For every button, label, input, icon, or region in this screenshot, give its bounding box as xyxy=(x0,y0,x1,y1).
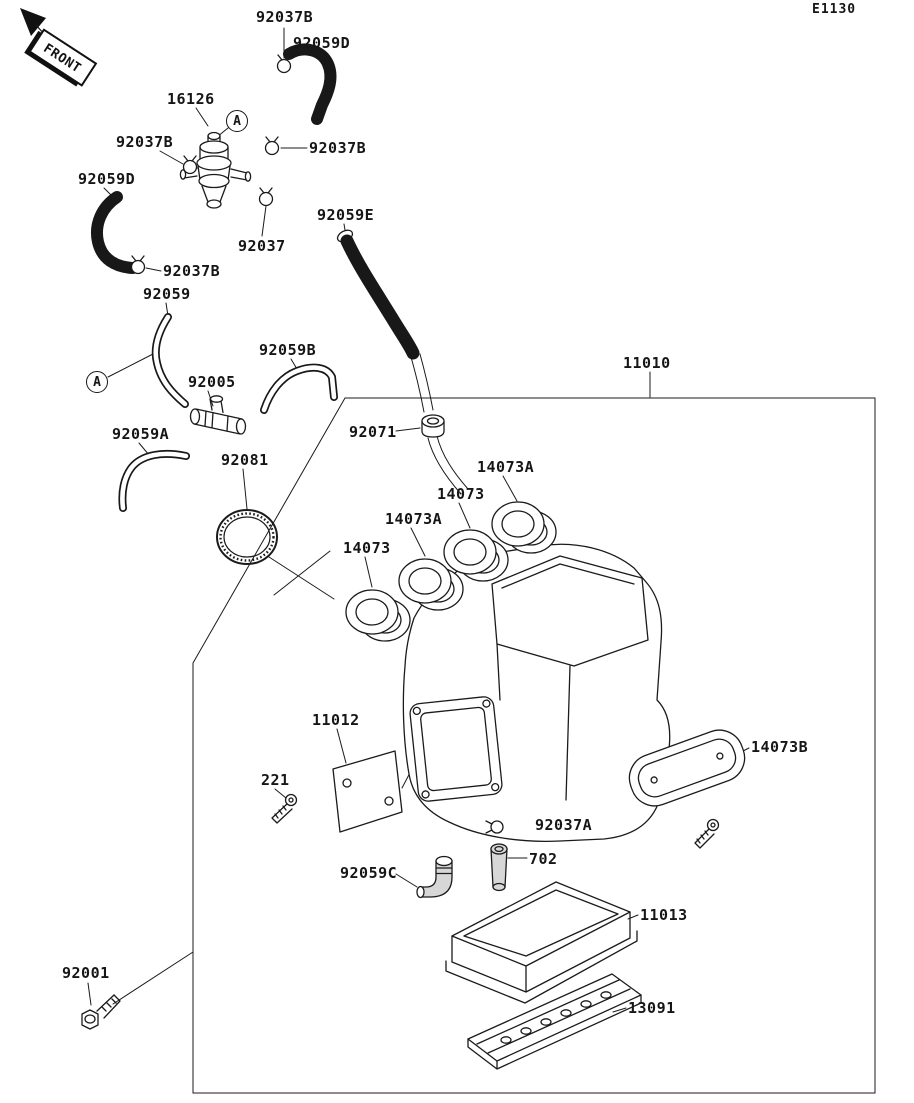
clamp-1 xyxy=(276,54,292,74)
label-11012: 11012 xyxy=(312,711,360,729)
grommet-92071 xyxy=(421,414,445,438)
assembly-boundary-box xyxy=(192,397,876,1094)
screw-14073b xyxy=(694,818,720,849)
label-702: 702 xyxy=(529,850,558,868)
label-92037A: 92037A xyxy=(535,816,593,834)
clamp-3 xyxy=(182,155,198,175)
label-14073A-1: 14073A xyxy=(477,458,535,476)
breather-tube-702 xyxy=(490,843,508,892)
label-92037B-1: 92037B xyxy=(256,8,314,26)
clamp-5 xyxy=(130,255,146,275)
label-14073-1: 14073 xyxy=(437,485,485,503)
label-13091: 13091 xyxy=(628,999,676,1017)
label-92081: 92081 xyxy=(221,451,269,469)
label-92037B-3: 92037B xyxy=(309,139,367,157)
hose-92059d-top xyxy=(283,43,337,125)
label-16126: 16126 xyxy=(167,90,215,108)
label-14073-2: 14073 xyxy=(343,539,391,557)
label-92001: 92001 xyxy=(62,964,110,982)
hose-92059e xyxy=(340,234,420,360)
diagram-code: E1130 xyxy=(812,2,857,17)
hose-92059a xyxy=(118,449,190,512)
clamp-4 xyxy=(258,187,274,207)
label-92071: 92071 xyxy=(349,423,397,441)
breather-line-upper xyxy=(410,353,434,413)
label-221: 221 xyxy=(261,771,290,789)
callout-a-1: A xyxy=(226,110,248,132)
clamp-2 xyxy=(264,136,280,156)
label-92037B-2: 92037B xyxy=(116,133,174,151)
clip-92037a xyxy=(485,820,504,834)
callout-a-2: A xyxy=(86,371,108,393)
breather-line-lower xyxy=(427,435,469,495)
housing-front-opening xyxy=(409,696,503,802)
label-92059: 92059 xyxy=(143,285,191,303)
screw-221 xyxy=(271,793,298,824)
hose-92059 xyxy=(151,313,189,408)
label-92059B: 92059B xyxy=(259,341,317,359)
seal-13091 xyxy=(467,973,642,1070)
label-14073A-2: 14073A xyxy=(385,510,443,528)
label-92059C: 92059C xyxy=(340,864,398,882)
front-arrow-icon xyxy=(20,8,46,36)
label-92059E: 92059E xyxy=(317,206,375,224)
elbow-92059c xyxy=(416,855,453,899)
label-92037B-4: 92037B xyxy=(163,262,221,280)
cover-plate-14073b xyxy=(628,729,746,807)
front-direction-indicator: FRONT xyxy=(20,8,98,87)
air-cleaner-housing xyxy=(402,543,671,842)
bolt-92001 xyxy=(81,994,121,1030)
label-92059D-2: 92059D xyxy=(78,170,136,188)
label-92005: 92005 xyxy=(188,373,236,391)
oring-92081 xyxy=(216,509,278,565)
label-92037: 92037 xyxy=(238,237,286,255)
element-case-11013 xyxy=(445,881,638,1004)
plate-11012 xyxy=(332,750,403,833)
breather-valve-16126 xyxy=(179,131,252,209)
label-92059D-1: 92059D xyxy=(293,34,351,52)
label-11013: 11013 xyxy=(640,906,688,924)
label-11010: 11010 xyxy=(623,354,671,372)
intake-duct-1 xyxy=(345,589,411,642)
label-92059A: 92059A xyxy=(112,425,170,443)
hose-92059d-left xyxy=(91,191,139,274)
intake-duct-4 xyxy=(491,501,557,554)
label-14073B: 14073B xyxy=(751,738,809,756)
intake-duct-2 xyxy=(398,558,464,611)
hose-92059b xyxy=(260,363,338,414)
intake-duct-3 xyxy=(443,529,509,582)
tee-fitting-92005 xyxy=(189,395,247,435)
housing-top-cover xyxy=(491,555,649,667)
